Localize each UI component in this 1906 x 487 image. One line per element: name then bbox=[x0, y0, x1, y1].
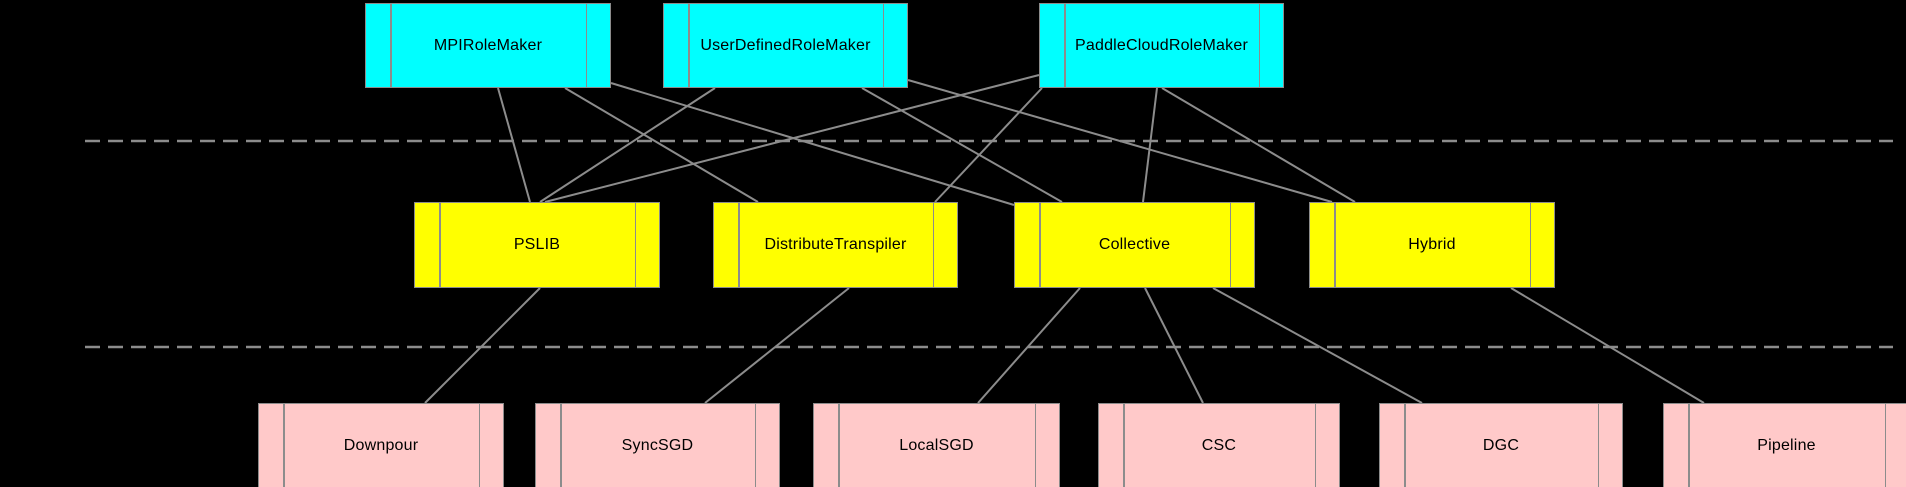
record-cell-divider-left bbox=[1064, 4, 1066, 87]
edge-userdefinedrolemaker-collective bbox=[861, 87, 1063, 203]
node-csc: CSC bbox=[1098, 403, 1340, 487]
node-pslib: PSLIB bbox=[414, 202, 660, 288]
node-label-syncsgd: SyncSGD bbox=[621, 436, 694, 454]
node-userdefinedrolemaker: UserDefinedRoleMaker bbox=[663, 3, 908, 88]
node-downpour: Downpour bbox=[258, 403, 504, 487]
edge-paddlecloudrolemaker-collective bbox=[1142, 87, 1158, 203]
edge-collective-dgc bbox=[1212, 287, 1423, 404]
record-cell-divider-left bbox=[1039, 203, 1041, 287]
node-label-csc: CSC bbox=[1201, 436, 1237, 454]
edge-paddlecloudrolemaker-distributetranspiler bbox=[934, 87, 1043, 203]
node-label-downpour: Downpour bbox=[343, 436, 419, 454]
edge-distributetranspiler-syncsgd bbox=[704, 287, 850, 404]
node-syncsgd: SyncSGD bbox=[535, 403, 780, 487]
record-cell-divider-left bbox=[560, 404, 562, 487]
edge-userdefinedrolemaker-pslib bbox=[539, 87, 716, 203]
edge-mpirolemaker-pslib bbox=[497, 87, 531, 203]
record-cell-divider-right bbox=[1597, 404, 1599, 487]
record-cell-divider-right bbox=[882, 4, 884, 87]
record-cell-divider-left bbox=[838, 404, 840, 487]
node-paddlecloudrolemaker: PaddleCloudRoleMaker bbox=[1039, 3, 1284, 88]
record-cell-divider-right bbox=[1258, 4, 1260, 87]
record-cell-divider-left bbox=[1688, 404, 1690, 487]
record-cell-divider-right bbox=[1034, 404, 1036, 487]
node-label-localsgd: LocalSGD bbox=[899, 436, 974, 454]
node-label-mpirolemaker: MPIRoleMaker bbox=[433, 36, 543, 54]
edge-paddlecloudrolemaker-pslib bbox=[544, 74, 1040, 203]
node-label-collective: Collective bbox=[1098, 236, 1171, 253]
node-collective: Collective bbox=[1014, 202, 1255, 288]
record-cell-divider-right bbox=[932, 203, 934, 287]
record-cell-divider-left bbox=[1404, 404, 1406, 487]
edge-pslib-downpour bbox=[424, 287, 541, 404]
record-cell-divider-right bbox=[585, 4, 587, 87]
edge-collective-csc bbox=[1144, 287, 1204, 404]
node-localsgd: LocalSGD bbox=[813, 403, 1060, 487]
edge-mpirolemaker-collective bbox=[610, 82, 1015, 206]
node-distributetranspiler: DistributeTranspiler bbox=[713, 202, 958, 288]
node-label-userdefinedrolemaker: UserDefinedRoleMaker bbox=[700, 36, 871, 54]
record-cell-divider-right bbox=[1314, 404, 1316, 487]
edge-hybrid-pipeline bbox=[1510, 287, 1705, 404]
record-cell-divider-left bbox=[1123, 404, 1125, 487]
record-cell-divider-left bbox=[738, 203, 740, 287]
node-label-hybrid: Hybrid bbox=[1408, 236, 1456, 253]
record-cell-divider-left bbox=[1334, 203, 1336, 287]
node-label-paddlecloudrolemaker: PaddleCloudRoleMaker bbox=[1075, 36, 1248, 54]
node-mpirolemaker: MPIRoleMaker bbox=[365, 3, 611, 88]
edge-mpirolemaker-distributetranspiler bbox=[564, 87, 759, 203]
edge-collective-localsgd bbox=[977, 287, 1081, 404]
node-label-dgc: DGC bbox=[1482, 436, 1520, 454]
record-cell-divider-right bbox=[754, 404, 756, 487]
node-hybrid: Hybrid bbox=[1309, 202, 1555, 288]
record-cell-divider-right bbox=[478, 404, 480, 487]
record-cell-divider-left bbox=[283, 404, 285, 487]
node-label-pipeline: Pipeline bbox=[1757, 436, 1816, 454]
record-cell-divider-left bbox=[439, 203, 441, 287]
node-pipeline: Pipeline bbox=[1663, 403, 1906, 487]
node-dgc: DGC bbox=[1379, 403, 1623, 487]
record-cell-divider-right bbox=[1884, 404, 1886, 487]
node-label-distributetranspiler: DistributeTranspiler bbox=[764, 236, 907, 253]
record-cell-divider-right bbox=[1529, 203, 1531, 287]
record-cell-divider-left bbox=[390, 4, 392, 87]
edge-paddlecloudrolemaker-hybrid bbox=[1161, 87, 1356, 203]
record-cell-divider-left bbox=[688, 4, 690, 87]
node-label-pslib: PSLIB bbox=[513, 236, 561, 253]
record-cell-divider-right bbox=[634, 203, 636, 287]
record-cell-divider-right bbox=[1229, 203, 1231, 287]
